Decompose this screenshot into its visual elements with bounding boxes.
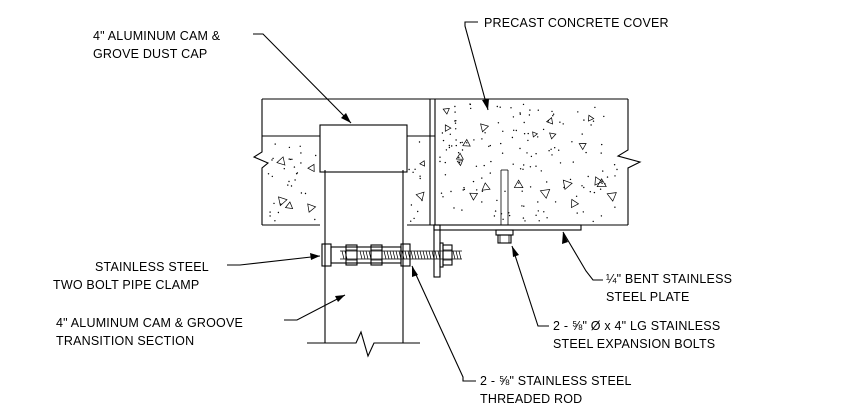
pipe-riser xyxy=(324,170,404,343)
rod-label-line2: THREADED ROD xyxy=(480,392,582,406)
threaded-rod xyxy=(340,242,462,268)
dust-cap-label-line1: 4" ALUMINUM CAM & xyxy=(93,29,221,43)
transition-label-line2: TRANSITION SECTION xyxy=(56,334,194,348)
leader-lines xyxy=(227,21,603,382)
rod-label-line1: 2 - ⅝" STAINLESS STEEL xyxy=(480,374,632,388)
cover-label: PRECAST CONCRETE COVER xyxy=(484,16,669,30)
dust-cap xyxy=(319,124,408,173)
bottom-break-line xyxy=(307,330,420,358)
plate-label-line2: STEEL PLATE xyxy=(606,290,689,304)
dust-cap-label-line2: GROVE DUST CAP xyxy=(93,47,207,61)
clamp-label-line1: STAINLESS STEEL xyxy=(95,260,209,274)
transition-label-line1: 4" ALUMINUM CAM & GROOVE xyxy=(56,316,243,330)
callout-labels: 4" ALUMINUM CAM & GROVE DUST CAP PRECAST… xyxy=(53,16,732,406)
expansion-bolt xyxy=(495,169,514,244)
concrete-aggregate xyxy=(267,103,618,223)
bolts-label-line1: 2 - ⅝" Ø x 4" LG STAINLESS xyxy=(553,319,720,333)
precast-cover xyxy=(429,98,642,226)
bolts-label-line2: STEEL EXPANSION BOLTS xyxy=(553,337,715,351)
concrete-slab-left xyxy=(252,98,435,226)
clamp-label-line2: TWO BOLT PIPE CLAMP xyxy=(53,278,199,292)
pipe-clamp xyxy=(321,243,411,267)
plate-label-line1: ¼" BENT STAINLESS xyxy=(606,272,732,286)
